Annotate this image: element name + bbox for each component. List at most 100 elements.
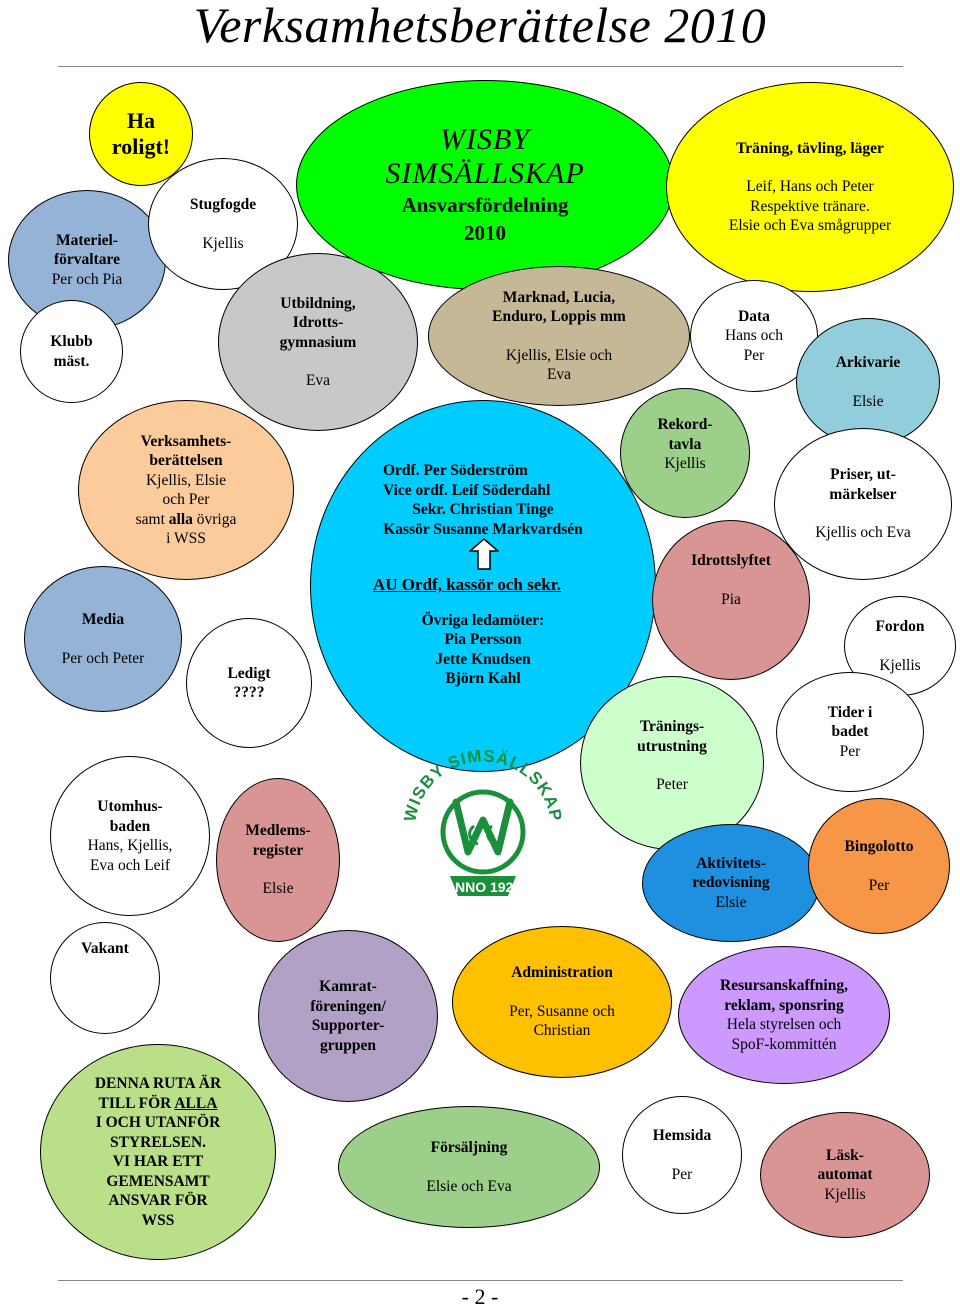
text: Elsie <box>715 893 747 911</box>
text: Stugfogde <box>189 196 257 213</box>
text: Eva <box>305 372 331 389</box>
text: SIMSÄLLSKAP <box>385 157 585 190</box>
text: redovisning <box>692 874 770 892</box>
text: Kjellis, Elsie <box>145 471 227 489</box>
text: Fordon <box>875 618 925 635</box>
text: Försäljning <box>430 1139 508 1156</box>
text: Verksamhets- <box>140 432 232 450</box>
text: Per och Peter <box>61 649 145 667</box>
circle-utbildning: Utbildning, Idrotts- gymnasium Eva <box>218 253 418 431</box>
text: baden <box>109 817 151 835</box>
circle-klubbmast: Klubb mäst. <box>20 300 123 403</box>
text: Kjellis och Eva <box>815 524 911 542</box>
text: Ansvarsfördelning <box>401 193 569 217</box>
text: Eva <box>546 366 572 383</box>
text: 2010 <box>464 221 506 245</box>
page-title: Verksamhetsberättelse 2010 <box>193 0 767 53</box>
text: samt alla övriga <box>136 510 237 530</box>
text: Kjellis <box>879 656 921 674</box>
club-logo: WISBY SIMSÄLLSKAP ANNO 1922 <box>400 746 565 896</box>
text: register <box>252 841 304 859</box>
text: VI HAR ETT <box>112 1153 204 1170</box>
circle-hemsida: Hemsida Per <box>622 1096 742 1214</box>
text: Utomhus- <box>97 798 163 815</box>
text: Elsie och Eva <box>426 1177 512 1195</box>
text: Per <box>743 346 765 364</box>
circle-denna: DENNA RUTA ÄR TILL FÖR ALLA I OCH UTANFÖ… <box>40 1044 276 1260</box>
text: Jette Knudsen <box>435 650 531 668</box>
text: Per, Susanne och <box>509 1002 615 1020</box>
text: Ha <box>126 108 156 133</box>
text: Christian <box>533 1022 591 1040</box>
circle-verksamhet: Verksamhets- berättelsen Kjellis, Elsie … <box>78 400 294 580</box>
text: Vakant <box>81 940 129 957</box>
circle-rekordtavla: Rekord- tavla Kjellis <box>620 388 750 518</box>
text: GEMENSAMT <box>106 1172 210 1190</box>
text: Tränings- <box>639 718 705 735</box>
text: Materiel- <box>56 231 118 249</box>
circle-bingolotto: Bingolotto Per <box>808 798 950 934</box>
text: TILL FÖR ALLA <box>99 1094 218 1114</box>
page-number: - 2 - <box>461 1284 499 1309</box>
circle-tider: Tider i badet Per <box>776 672 924 792</box>
text: mäst. <box>53 352 90 370</box>
circle-forsaljning: Försäljning Elsie och Eva <box>338 1106 600 1228</box>
text: Kamrat- <box>319 978 377 995</box>
text: Peter <box>656 776 688 793</box>
text: Hela styrelsen och <box>726 1016 842 1033</box>
text: Övriga ledamöter: <box>421 611 545 629</box>
text: Per <box>671 1165 693 1183</box>
text: samt <box>135 510 169 528</box>
circle-vakant: Vakant <box>50 922 160 1034</box>
text: alla <box>168 510 193 528</box>
logo-year-text: ANNO 1922 <box>445 879 521 895</box>
text: Medlems- <box>245 822 311 840</box>
circle-lask: Läsk- automat Kjellis <box>760 1112 930 1238</box>
text: Elsie och Eva smågrupper <box>728 217 892 234</box>
text: Resursanskaffning, <box>720 977 848 994</box>
text: Hemsida <box>652 1127 712 1144</box>
text: Elsie <box>262 880 294 898</box>
circle-utomhus: Utomhus- baden Hans, Kjellis, Eva och Le… <box>50 756 210 916</box>
circle-aktivitet: Aktivitets- redovisning Elsie <box>642 824 820 942</box>
text: WSS <box>141 1211 175 1229</box>
text: Data <box>738 307 770 325</box>
text: Leif, Hans och Peter <box>746 178 874 195</box>
text: Pia Persson <box>444 631 522 648</box>
circle-admin: Administration Per, Susanne och Christia… <box>452 926 672 1078</box>
text: badet <box>831 723 869 741</box>
text: Björn Kahl <box>445 670 521 687</box>
text: Träning, tävling, läger <box>736 139 884 157</box>
circle-idrottslyftet: Idrottslyftet Pia <box>652 520 810 680</box>
text: Sekr. Christian Tinge <box>412 501 554 518</box>
text: Kjellis, Elsie och <box>505 346 613 364</box>
text: Ledigt <box>227 664 271 682</box>
text: Priser, ut- <box>830 466 896 484</box>
circle-wisby: WISBY SIMSÄLLSKAP Ansvarsfördelning 2010 <box>296 80 674 290</box>
text: gruppen <box>320 1036 376 1054</box>
text: Bingolotto <box>844 838 914 855</box>
text: Pia <box>721 590 741 608</box>
text: ???? <box>233 684 265 701</box>
text: Idrottslyftet <box>691 552 771 569</box>
circle-traning: Träning, tävling, läger Leif, Hans och P… <box>666 82 954 292</box>
text: Eva och Leif <box>89 856 171 874</box>
text: Arkivarie <box>835 354 901 371</box>
text: Supporter- <box>311 1017 385 1034</box>
footer-rule <box>58 1280 903 1281</box>
text: Kjellis <box>824 1185 866 1203</box>
text: ANSVAR FÖR <box>108 1192 208 1209</box>
text: Administration <box>511 964 613 982</box>
circle-medlems: Medlems- register Elsie <box>216 778 340 942</box>
circle-arkivarie: Arkivarie Elsie <box>796 318 940 446</box>
text: ALLA <box>174 1094 218 1112</box>
circle-priser: Priser, ut- märkelser Kjellis och Eva <box>774 428 952 580</box>
up-arrow-icon <box>469 538 499 570</box>
text: och Per <box>162 491 210 508</box>
text: Enduro, Loppis mm <box>492 308 626 325</box>
text: Marknad, Lucia, <box>502 288 616 306</box>
text: Läsk- <box>826 1146 864 1164</box>
text: Elsie <box>852 392 884 410</box>
text: roligt! <box>111 134 171 159</box>
text: Vice ordf. Leif Söderdahl <box>383 481 551 499</box>
